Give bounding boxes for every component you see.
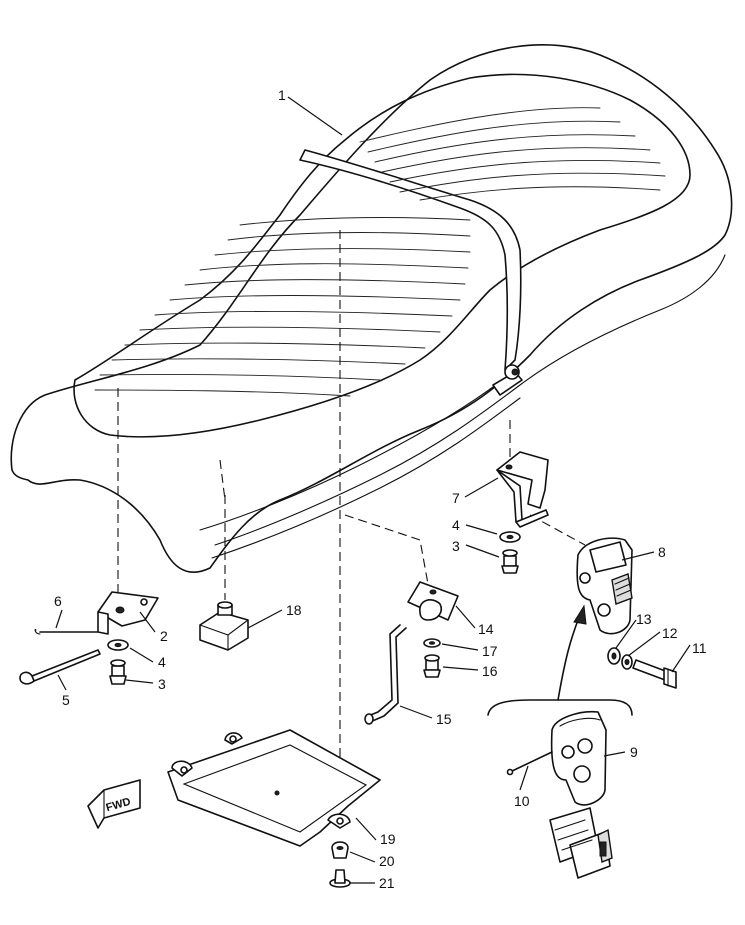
callout-3-right: 3	[452, 538, 460, 554]
part-19-tray	[167, 729, 381, 847]
callout-1: 1	[278, 87, 286, 103]
lock-assembly	[549, 807, 613, 879]
callout-15: 15	[436, 711, 452, 727]
part-2-bracket	[97, 591, 159, 635]
part-5-bolt	[19, 649, 101, 685]
callout-4-left: 4	[158, 654, 166, 670]
part-3-bolt-left	[109, 659, 127, 685]
callout-16: 16	[482, 663, 498, 679]
arrow-head	[573, 604, 587, 625]
part-8-9-arrow	[557, 614, 581, 701]
callout-20: 20	[379, 853, 395, 869]
alignment-lines	[117, 230, 586, 805]
part-11-bolt	[632, 659, 677, 689]
part-4-washer-left	[107, 639, 129, 651]
callout-11: 11	[692, 640, 707, 656]
callout-5: 5	[62, 692, 70, 708]
part-16-bolt	[423, 654, 441, 678]
callout-19: 19	[380, 831, 396, 847]
part-7-bracket	[496, 451, 549, 528]
callout-2: 2	[160, 628, 168, 644]
part-14-holder	[407, 581, 459, 621]
callout-4-right: 4	[452, 517, 460, 533]
callout-numbers: 1 2 3 3 4 4 5 6 7 8 9 10 11 12 13 14 15 …	[54, 87, 707, 891]
seat	[10, 44, 733, 573]
callout-8: 8	[658, 544, 666, 560]
callout-10: 10	[514, 793, 530, 809]
callout-7: 7	[452, 490, 460, 506]
part-15-rod	[364, 624, 407, 725]
callout-9: 9	[630, 744, 638, 760]
callout-17: 17	[482, 643, 498, 659]
seat-pleats	[94, 107, 666, 397]
part-10-pin	[506, 751, 553, 776]
part-12-washer	[621, 654, 633, 670]
callout-21: 21	[379, 875, 395, 891]
callout-3-left: 3	[158, 676, 166, 692]
part-8-seat-lock	[576, 537, 633, 635]
part-3-bolt-right	[501, 549, 519, 574]
callout-18: 18	[286, 602, 302, 618]
fwd-arrow: FWD	[87, 779, 141, 829]
part-20-nut	[331, 841, 349, 859]
part-17-washer	[423, 638, 441, 648]
leader-lines	[55, 96, 691, 884]
callout-6: 6	[54, 593, 62, 609]
callout-13: 13	[636, 611, 652, 627]
part-18-damper	[199, 601, 249, 651]
group-bracket-9	[487, 699, 633, 716]
part-21-screw	[329, 869, 351, 888]
part-9-hinge	[550, 710, 607, 806]
part-6-pin	[34, 629, 99, 635]
part-4-washer-right	[499, 531, 521, 543]
callout-14: 14	[478, 621, 494, 637]
callout-12: 12	[662, 625, 678, 641]
part-13-washer	[607, 647, 621, 665]
